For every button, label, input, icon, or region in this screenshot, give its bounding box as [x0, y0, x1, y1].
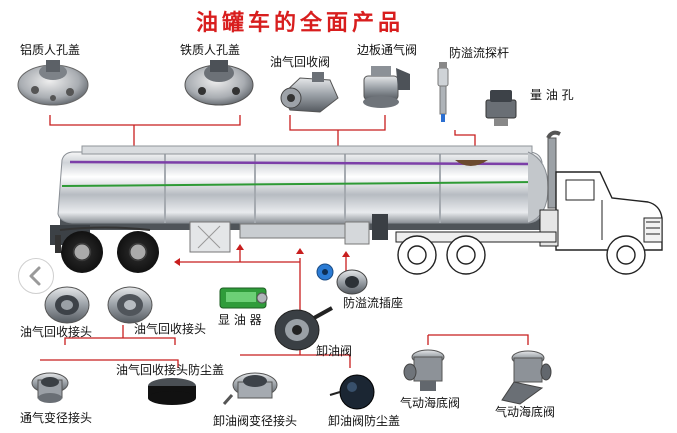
prev-button[interactable]: [18, 258, 54, 294]
label-side-vent-valve: 边板通气阀: [357, 43, 418, 57]
unload-adapter-image: [222, 372, 278, 405]
aluminum-manhole-image: [17, 60, 89, 106]
label-pneumatic-valve-2: 气动海底阀: [495, 405, 556, 419]
pneumatic-valve-1-image: [403, 349, 445, 391]
chevron-left-icon: [29, 266, 41, 286]
unload-valve-image: [274, 306, 333, 351]
pneumatic-valve-2-image: [501, 350, 552, 405]
vapor-dust-cap-image: [148, 378, 196, 405]
label-aluminum-manhole: 铝质人孔盖: [20, 43, 81, 57]
vapor-coupler-2-image: [107, 286, 153, 324]
label-unload-valve: 卸油阀: [316, 344, 353, 358]
label-unload-adapter: 卸油阀变径接头: [213, 414, 298, 428]
leader-lines: [40, 115, 529, 368]
truck-wheels: [397, 235, 646, 275]
label-vapor-coupler-1: 油气回收接头: [20, 325, 93, 339]
unload-dust-cap-image: [329, 374, 375, 410]
label-vapor-dust-cap: 油气回收接头防尘盖: [116, 363, 225, 377]
label-vapor-coupler-2: 油气回收接头: [134, 322, 207, 336]
label-dipstick-hole: 量 油 孔: [530, 88, 574, 102]
label-iron-manhole: 铁质人孔盖: [180, 43, 241, 57]
trailer-wheels: [61, 231, 159, 273]
tanker-truck: [50, 130, 663, 253]
page-title: 油罐车的全面产品: [196, 10, 405, 36]
vapor-coupler-1-image: [44, 286, 90, 324]
label-vapor-recovery-valve: 油气回收阀: [270, 55, 331, 69]
vent-adapter-image: [31, 372, 69, 403]
label-overflow-socket: 防溢流插座: [343, 296, 404, 310]
overflow-socket-image: [316, 263, 368, 295]
label-unload-dust-cap: 卸油阀防尘盖: [328, 414, 401, 428]
iron-manhole-image: [184, 60, 254, 106]
label-sight-glass: 显 油 器: [218, 313, 262, 327]
overflow-probe-image: [437, 62, 449, 122]
dipstick-hole-image: [485, 90, 517, 126]
side-vent-valve-image: [363, 66, 410, 108]
label-vent-adapter: 通气变径接头: [20, 411, 93, 425]
vapor-recovery-valve-image: [280, 72, 339, 113]
label-pneumatic-valve-1: 气动海底阀: [400, 396, 461, 410]
label-overflow-probe: 防溢流探杆: [449, 46, 510, 60]
sight-glass-image: [219, 287, 268, 309]
